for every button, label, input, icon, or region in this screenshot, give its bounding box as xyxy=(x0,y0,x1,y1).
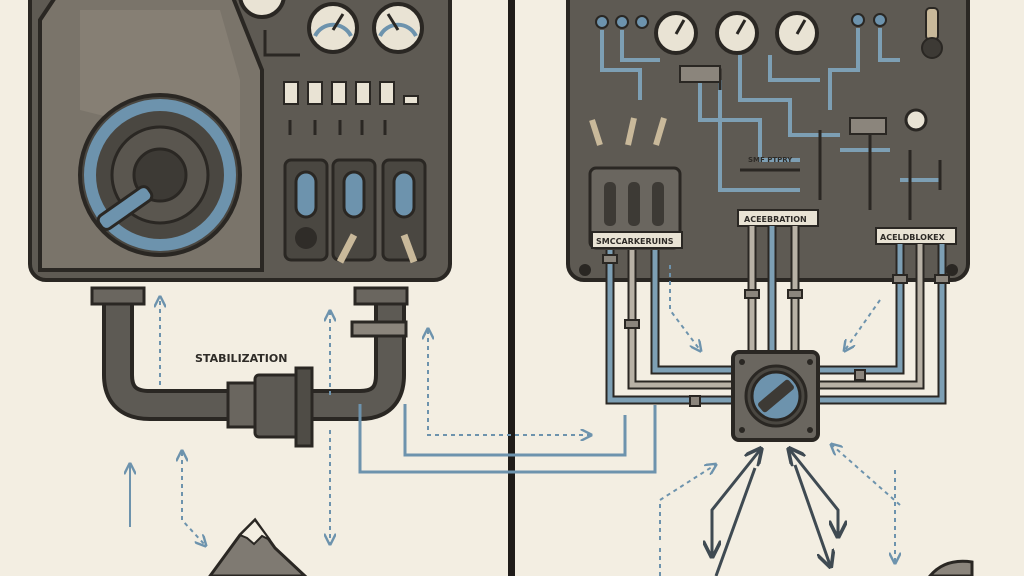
left-switch-panel-label: SMCCARKERUINS xyxy=(596,237,674,246)
gauge-icon xyxy=(309,4,357,52)
gauge-icon xyxy=(374,4,422,52)
rock-shape xyxy=(930,561,972,576)
left-control-panel xyxy=(30,0,450,280)
center-readout-label: SMF PTPRY xyxy=(748,156,793,164)
stabilization-label: STABILIZATION xyxy=(195,352,287,365)
arrow-icon xyxy=(712,450,838,576)
center-divider xyxy=(508,0,515,576)
toggle-switch-icon xyxy=(333,160,375,262)
mountain-icon xyxy=(210,520,305,576)
right-switch-panel-label: ACELDBLOKEX xyxy=(880,233,946,242)
rotary-wheel-icon xyxy=(80,95,240,255)
toggle-switch-icon xyxy=(926,8,938,40)
toggle-switch-icon xyxy=(285,160,327,260)
rotary-valve-icon xyxy=(733,352,818,440)
gauge-icon xyxy=(717,13,757,53)
gauge-icon xyxy=(656,13,696,53)
acceleration-label: ACEEBRATION xyxy=(744,215,807,224)
gauge-icon xyxy=(777,13,817,53)
toggle-switch-icon xyxy=(383,160,425,262)
